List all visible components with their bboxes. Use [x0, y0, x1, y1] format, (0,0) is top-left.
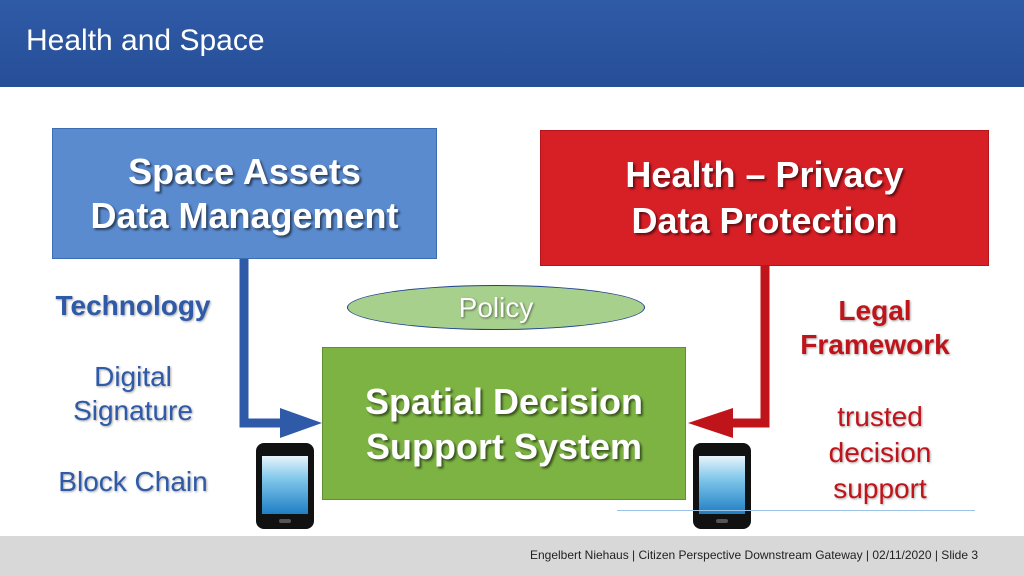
policy-ellipse: Policy	[347, 285, 645, 330]
phone-home-button	[279, 519, 291, 523]
space-assets-line2: Data Management	[90, 194, 399, 236]
trusted-line1: trusted	[837, 401, 923, 432]
sdss-line2: Support System	[365, 425, 643, 467]
sdss-box: Spatial Decision Support System	[322, 347, 686, 500]
policy-label: Policy	[458, 291, 534, 323]
divider-line	[617, 510, 975, 511]
footer-text: Engelbert Niehaus | Citizen Perspective …	[529, 548, 978, 562]
legal-line1: Legal	[838, 295, 912, 326]
legal-line2: Framework	[800, 329, 950, 360]
title-bar: Health and Space	[0, 0, 1024, 87]
red-arrow-head	[688, 408, 733, 438]
phone-home-button	[716, 519, 728, 523]
legal-framework-label: Legal Framework	[782, 294, 968, 362]
space-assets-box: Space Assets Data Management	[52, 128, 437, 259]
trusted-decision-support-label: trusted decision support	[790, 399, 970, 507]
digital-line2: Signature	[73, 395, 193, 426]
slide-title: Health and Space	[26, 24, 265, 57]
trusted-line2: decision	[828, 437, 932, 468]
health-privacy-line1: Health – Privacy	[625, 154, 904, 195]
red-arrow-line	[728, 266, 770, 428]
health-privacy-line2: Data Protection	[631, 200, 898, 241]
technology-label: Technology	[55, 290, 211, 321]
trusted-line3: support	[833, 473, 927, 504]
blue-arrow-head	[280, 408, 322, 438]
health-privacy-box: Health – Privacy Data Protection	[540, 130, 989, 266]
phone-screen	[262, 456, 308, 514]
phone-screen	[699, 456, 745, 514]
smartphone-icon	[693, 443, 751, 529]
blue-arrow-line	[239, 259, 285, 428]
digital-line1: Digital	[94, 361, 172, 392]
block-chain-label: Block Chain	[58, 466, 208, 497]
smartphone-icon	[256, 443, 314, 529]
space-assets-line1: Space Assets	[128, 150, 361, 192]
digital-signature-label: Digital Signature	[40, 360, 226, 428]
sdss-line1: Spatial Decision	[364, 380, 644, 422]
footer-bar: Engelbert Niehaus | Citizen Perspective …	[0, 536, 1024, 576]
